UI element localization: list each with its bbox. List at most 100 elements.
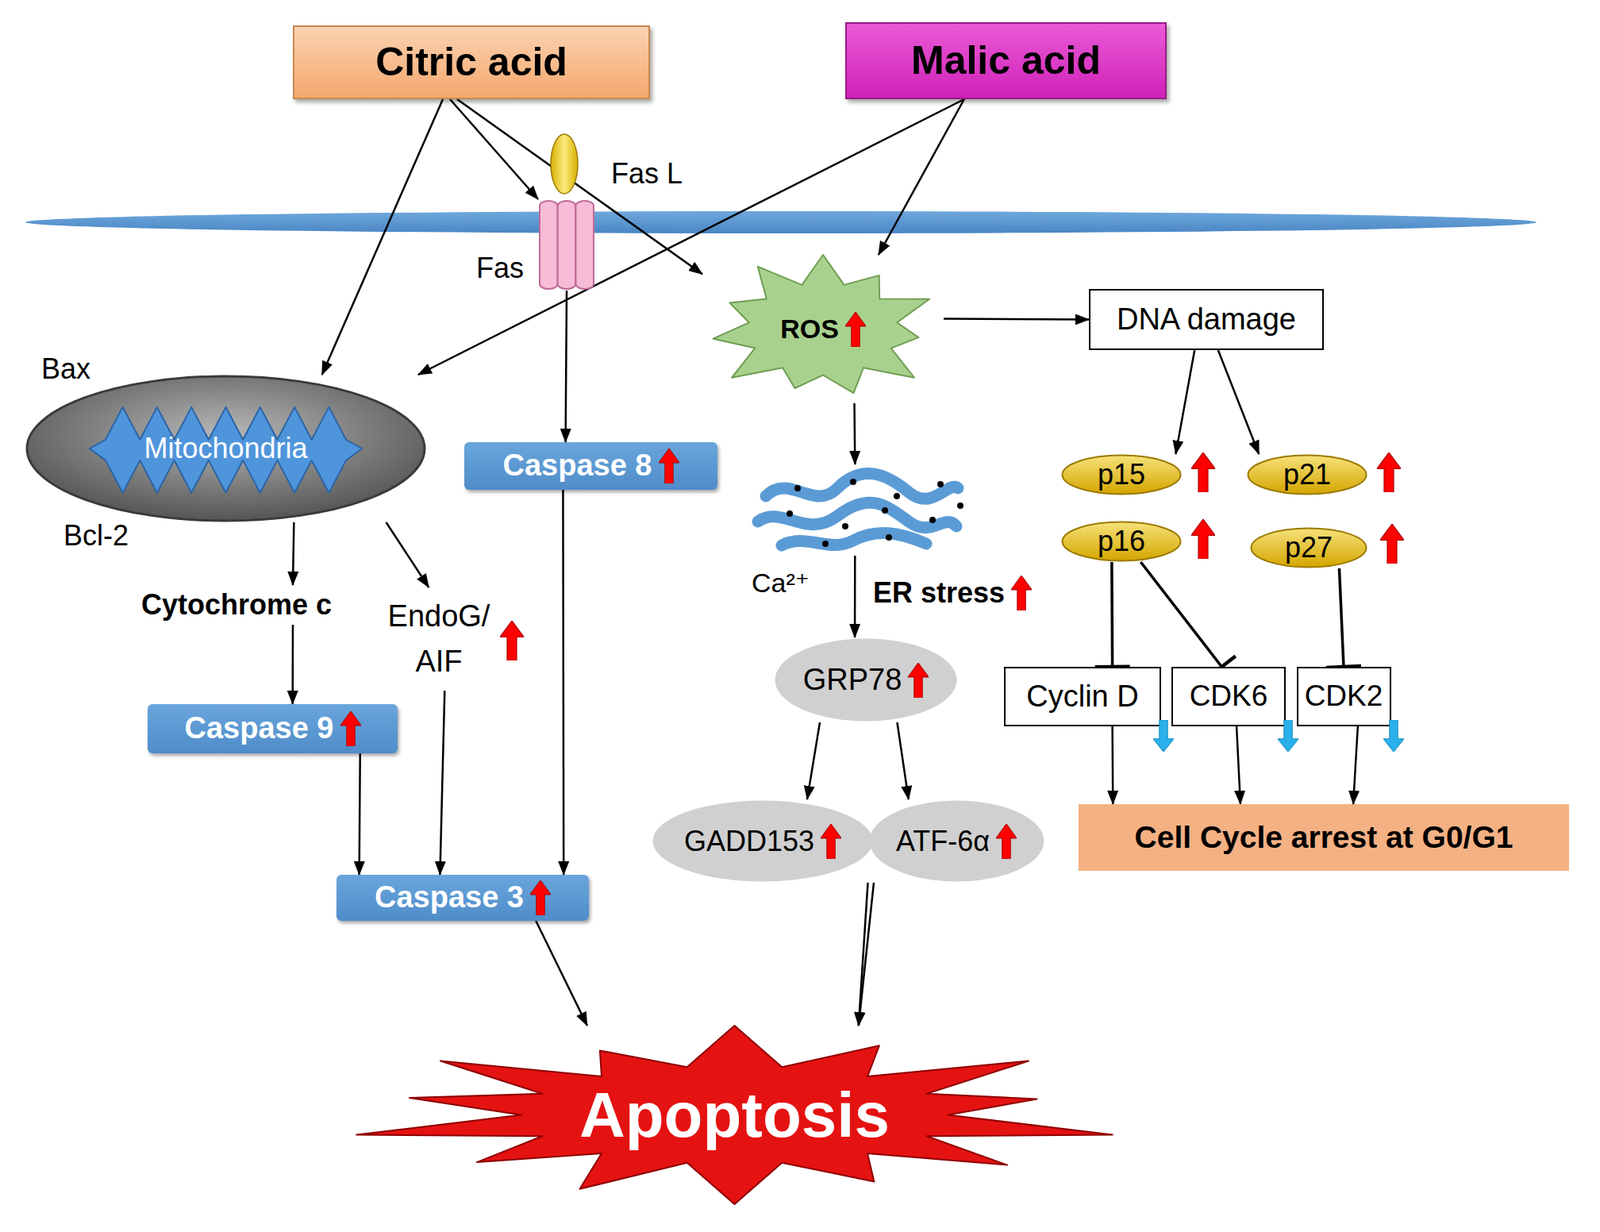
process-box: CDK2	[1296, 666, 1392, 727]
protein-ellipse: p16	[1061, 520, 1182, 562]
text-row: p27	[1284, 530, 1333, 564]
text-row: p16	[1097, 524, 1146, 558]
ligand-shape: Fas L	[550, 133, 579, 195]
label-text: ER stress	[873, 576, 1005, 609]
ribosome-dot	[893, 492, 900, 500]
label-text: Apoptosis	[579, 1078, 890, 1152]
node-content: ROS	[702, 254, 944, 404]
connector-line	[878, 99, 965, 255]
connector-line	[853, 555, 857, 638]
connector-line	[807, 722, 820, 800]
ribosome-dot	[937, 480, 944, 488]
connector-line	[943, 318, 1089, 320]
text-row: Fas	[476, 251, 524, 285]
text-row: Bcl-2	[63, 519, 129, 552]
text-row: Caspase 8	[502, 448, 679, 484]
connector-line	[1236, 726, 1241, 804]
protein-ellipse: ATF-6α	[868, 799, 1046, 883]
ellipse-outline	[1062, 455, 1181, 495]
compound-box: Citric acid	[292, 25, 650, 100]
label-text: DNA damage	[1116, 302, 1297, 338]
arrow-connector	[535, 920, 588, 1026]
label-text: p21	[1283, 457, 1331, 491]
text-row: Citric acid	[375, 39, 568, 86]
arrow-shape	[1011, 575, 1032, 611]
text-row: ATF-6α	[896, 823, 1017, 859]
process-box: CDK6	[1171, 666, 1286, 727]
ribosome-dot	[885, 534, 893, 541]
connector-line	[292, 522, 294, 585]
increase-arrow	[1191, 519, 1216, 559]
label-text: CDK2	[1304, 679, 1384, 714]
arrow-connector	[853, 403, 856, 465]
connector-line	[1111, 726, 1114, 804]
ribosome-dot	[822, 540, 829, 547]
compound-box: Malic acid	[845, 22, 1167, 100]
arrow-shape	[1191, 519, 1216, 559]
cell-membrane	[25, 211, 1537, 234]
label-text: p16	[1097, 524, 1146, 558]
label-text: Caspase 9	[184, 711, 334, 747]
label-text: Ca²⁺	[751, 567, 810, 599]
increase-arrow	[1376, 452, 1401, 493]
node-content: Malic acid	[846, 23, 1166, 98]
text-row: Caspase 9	[184, 711, 361, 747]
text-row: p15	[1097, 457, 1146, 491]
arrow-connector	[1353, 726, 1358, 804]
text-row: Bax	[41, 352, 91, 385]
node-content	[550, 133, 579, 195]
ribosome-dot	[957, 502, 964, 509]
increase-arrow	[907, 662, 929, 698]
connector-line	[1140, 561, 1222, 667]
shape-outline	[550, 133, 579, 195]
arrow-connector	[1175, 350, 1195, 454]
text-row: GADD153	[684, 823, 842, 859]
node-content: Citric acid	[294, 26, 649, 98]
arrow-connector	[292, 624, 293, 704]
connector-line	[853, 403, 856, 465]
protein-ellipse: GRP78	[773, 637, 958, 723]
text-row: Mitochondria	[143, 431, 308, 465]
arrow-connector	[562, 489, 565, 875]
text-row: Ca²⁺	[751, 567, 810, 599]
label-text: p27	[1284, 530, 1333, 564]
label-text: Fas	[476, 251, 524, 285]
text-row: DNA damage	[1116, 302, 1297, 338]
label-text: GADD153	[684, 824, 815, 858]
decrease-arrow	[1383, 719, 1404, 752]
text-row: Cytochrome c	[141, 588, 332, 621]
connector-line	[450, 99, 539, 200]
node-content: GRP78	[773, 637, 958, 723]
arrow-connector	[292, 522, 294, 585]
arrow-connector	[322, 99, 443, 375]
arrow-shape	[820, 823, 842, 859]
connector-line	[1338, 568, 1344, 667]
arrow-connector	[896, 722, 908, 800]
ribosome-dot	[929, 516, 936, 524]
label-text: Citric acid	[375, 39, 568, 86]
inhibition-connector	[1326, 568, 1362, 668]
arrow-connector	[565, 290, 567, 443]
protein-ellipse: p21	[1246, 453, 1368, 496]
arrow-shape	[530, 880, 551, 916]
label-text: Cyclin D	[1026, 679, 1139, 715]
node-content: ATF-6α	[868, 799, 1046, 883]
text-row: Apoptosis	[579, 1078, 890, 1152]
arrow-shape	[996, 823, 1017, 859]
star-outline	[356, 1025, 1113, 1204]
node-content: DNA damage	[1090, 290, 1323, 349]
organelle-shape: Ca²⁺ER stress	[750, 464, 965, 556]
increase-arrow	[845, 311, 866, 347]
increase-arrow	[996, 823, 1017, 859]
arrow-connector	[858, 882, 869, 1026]
ribosome-dot	[786, 510, 793, 517]
arrow-connector	[807, 722, 820, 800]
connector-line	[896, 722, 908, 800]
connector-line	[359, 753, 361, 875]
outcome-box: Cell Cycle arrest at G0/G1	[1078, 803, 1570, 871]
arrow-connector	[450, 99, 539, 200]
inhibition-connector	[1095, 561, 1131, 667]
arrow-connector	[1218, 350, 1259, 454]
arrow-shape	[1277, 719, 1299, 752]
shape-outline	[750, 464, 965, 556]
